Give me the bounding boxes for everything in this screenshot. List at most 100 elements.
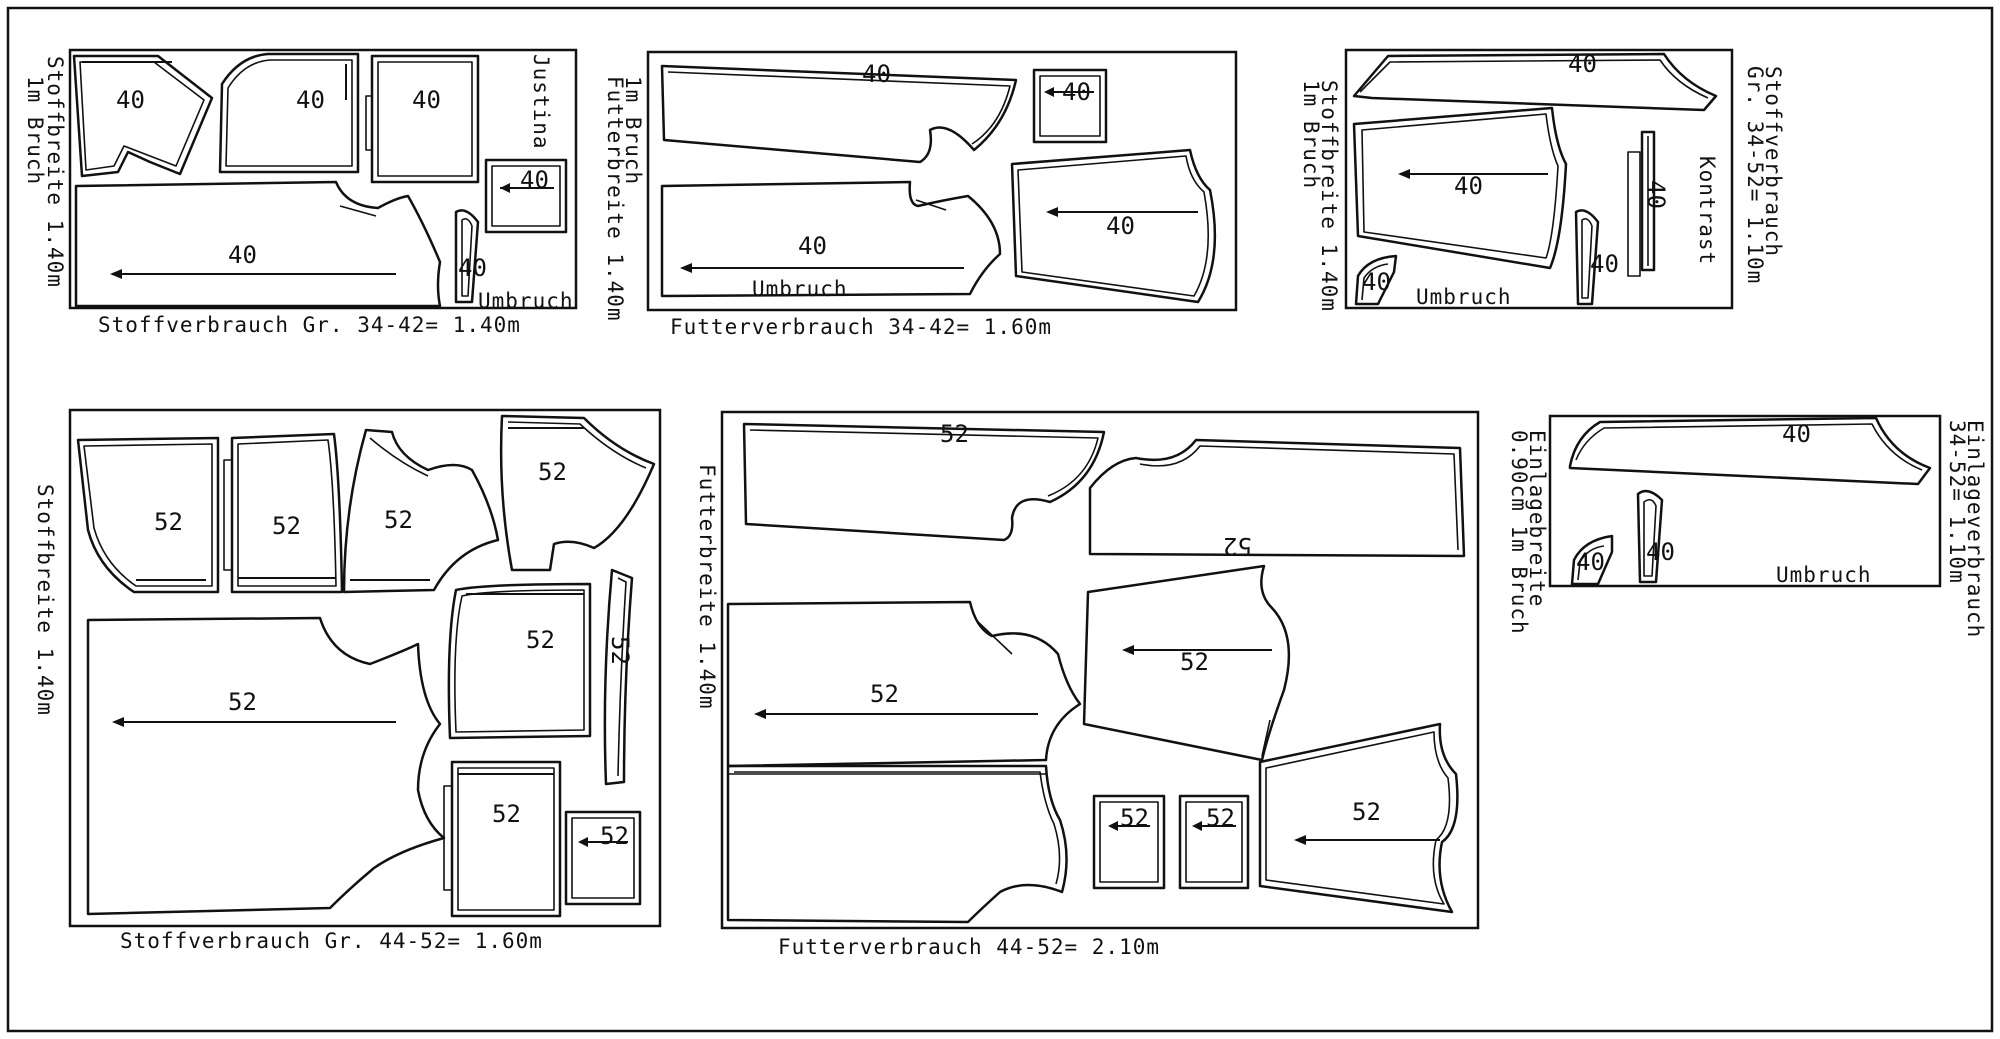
sheet-border: [6, 6, 1994, 1033]
size-label: 40: [412, 86, 441, 114]
size-label: 52: [492, 800, 521, 828]
size-label: 40: [458, 254, 487, 282]
fabric-width-label: Stoffbreite 1.40m: [43, 56, 67, 288]
pattern-piece: [1574, 209, 1600, 306]
interfacing-usage-value: 34-52= 1.10m: [1945, 420, 1969, 584]
layout-interfacing-34-52: 40 40 40 Umbruch Einlagebreite 0.90cm 1m…: [1507, 414, 1987, 638]
size-label: 40: [1454, 172, 1483, 200]
pattern-piece: [1032, 68, 1108, 144]
pattern-piece: [742, 422, 1106, 542]
interfacing-width-label: Einlagebreite: [1525, 430, 1549, 607]
pattern-piece: [218, 52, 360, 174]
fold-label: Umbruch: [752, 277, 848, 301]
fold-label: Umbruch: [478, 289, 574, 313]
pattern-piece: [1627, 130, 1656, 277]
pattern-piece: [1352, 52, 1718, 112]
pattern-piece: [564, 810, 642, 906]
pattern-piece: [726, 600, 1082, 768]
fabric-usage-label: Stoffverbrauch Gr. 44-52= 1.60m: [120, 929, 543, 953]
size-label: 40: [1362, 268, 1391, 296]
size-label: 40: [116, 86, 145, 114]
pattern-piece: [86, 616, 446, 916]
lining-usage-label: Futterverbrauch 34-42= 1.60m: [670, 315, 1052, 339]
pattern-piece: [74, 180, 442, 308]
size-label: 40: [1568, 50, 1597, 78]
size-label: 52: [1120, 804, 1149, 832]
layout-frame: [1344, 48, 1734, 310]
pattern-piece: [726, 764, 1068, 924]
size-label: 52: [600, 822, 629, 850]
fabric-usage-value: Gr. 34-52= 1.10m: [1743, 66, 1767, 284]
pattern-piece: [447, 582, 592, 740]
layout-frame: [646, 50, 1238, 312]
size-label: 52: [1180, 648, 1209, 676]
size-label: 52: [538, 458, 567, 486]
fabric-usage-label: Stoffverbrauch: [1761, 66, 1785, 257]
pattern-piece: [484, 158, 568, 234]
fabric-usage-label: Stoffverbrauch Gr. 34-42= 1.40m: [98, 313, 521, 337]
pattern-piece: [1568, 416, 1932, 486]
fold-width-label: 1m Bruch: [621, 76, 645, 185]
pattern-piece: [1636, 489, 1664, 584]
lining-usage-label: Futterverbrauch 44-52= 2.10m: [778, 935, 1160, 959]
pattern-piece: [365, 54, 480, 184]
fold-width-label: 1m Bruch: [1299, 80, 1323, 189]
pattern-piece: [603, 568, 634, 786]
size-label: 40: [862, 60, 891, 88]
size-label: 52: [606, 636, 634, 665]
layout-contrast-34-52: 40 40 40 40 40 Umbruch Kontrast Stoffbre…: [1299, 48, 1785, 312]
size-label: 40: [1062, 78, 1091, 106]
pattern-piece: [1258, 722, 1459, 914]
size-label: 40: [798, 232, 827, 260]
pattern-piece: [660, 64, 1018, 164]
lining-width-label: Futterbreite 1.40m: [695, 464, 719, 710]
pattern-piece: [223, 432, 344, 594]
size-label: 52: [272, 512, 301, 540]
size-label: 52: [526, 626, 555, 654]
interfacing-fold-label: 0.90cm 1m Bruch: [1507, 430, 1531, 635]
size-label: 52: [870, 680, 899, 708]
fold-label: Umbruch: [1776, 563, 1872, 587]
pattern-piece: [342, 428, 500, 594]
pattern-piece: [1088, 438, 1466, 558]
layout-frame: [720, 410, 1480, 930]
pattern-piece: [72, 54, 214, 178]
pattern-piece: [660, 180, 1002, 298]
layout-frame: [68, 408, 662, 928]
size-label: 40: [1646, 538, 1675, 566]
pattern-piece: [76, 436, 220, 594]
size-label: 40: [1590, 250, 1619, 278]
pattern-piece: [454, 209, 480, 304]
layout-lining-34-42: 40 40 40 40 Umbruch Futterverbrauch 34-4…: [603, 50, 1238, 339]
fabric-width-label: Stoffbreite 1.40m: [33, 484, 57, 716]
fold-width-label: 1m Bruch: [23, 76, 47, 185]
size-label: 40: [1576, 548, 1605, 576]
pattern-piece: [499, 414, 656, 572]
size-label: 40: [1106, 212, 1135, 240]
size-label: 52: [228, 688, 257, 716]
size-label: 52: [1223, 532, 1252, 560]
pattern-piece: [1352, 106, 1568, 270]
contrast-label: Kontrast: [1695, 156, 1719, 265]
fabric-width-label: Stoffbreite 1.40m: [1317, 80, 1341, 312]
size-label: 52: [940, 420, 969, 448]
pattern-piece: [1354, 254, 1398, 306]
layout-fabric-44-52: 52 52 52 52 52 52 52 52 52 Stoffverbrauc…: [33, 408, 662, 953]
size-label: 40: [520, 166, 549, 194]
size-label: 52: [154, 508, 183, 536]
size-label: 40: [1782, 420, 1811, 448]
pattern-piece: [1092, 794, 1166, 890]
pattern-piece: [1082, 564, 1291, 762]
size-label: 52: [384, 506, 413, 534]
pattern-piece: [1570, 534, 1614, 586]
layout-frame: [1548, 414, 1942, 588]
model-name-label: Justina: [529, 54, 553, 150]
size-label: 40: [1642, 180, 1670, 209]
size-label: 40: [296, 86, 325, 114]
layout-fabric-34-42: 40 40 40 40 40 40 Umbruch Stoffverbrauch…: [23, 48, 578, 337]
lining-width-label: Futterbreite 1.40m: [603, 76, 627, 322]
size-label: 52: [1206, 804, 1235, 832]
size-label: 40: [228, 241, 257, 269]
size-label: 52: [1352, 798, 1381, 826]
